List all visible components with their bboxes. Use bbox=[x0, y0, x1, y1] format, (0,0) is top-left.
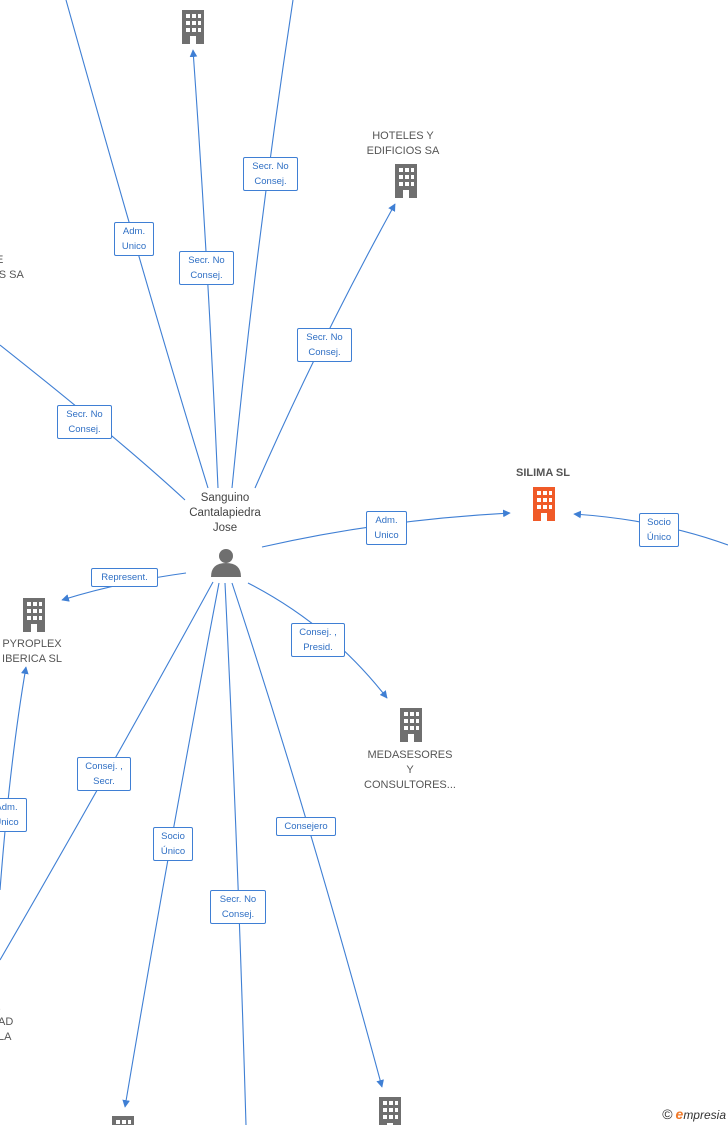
edge-label-top-right-secr[interactable]: Secr. No Consej. bbox=[243, 157, 298, 191]
empresia-watermark: ©empresia bbox=[662, 1106, 726, 1122]
edge-top-left bbox=[65, 0, 209, 489]
company-label-line: MEDASESORES bbox=[367, 749, 453, 761]
company-pyroplex-label[interactable]: PYROPLEX IBERICA SL bbox=[0, 637, 72, 667]
edge-label-line: Adm. bbox=[0, 802, 18, 813]
edge-label-pyroplex-represent[interactable]: Represent. bbox=[91, 568, 158, 587]
edge-label-silima-socio[interactable]: Socio Único bbox=[639, 513, 679, 547]
edge-label-line: Secr. No bbox=[252, 161, 289, 172]
company-label-line: AD bbox=[0, 1016, 14, 1028]
edge-label-line: Consej. bbox=[68, 424, 101, 435]
center-person-name[interactable]: Sanguino Cantalapiedra Jose bbox=[170, 491, 280, 536]
edge-label-bottom-consej-secr[interactable]: Consej. , Secr. bbox=[77, 757, 131, 791]
company-label-line: E bbox=[0, 253, 36, 268]
company-label-line: IBERICA SL bbox=[2, 653, 62, 665]
edge-left-bottom-adm bbox=[0, 666, 29, 891]
building-icon[interactable] bbox=[112, 1116, 134, 1125]
person-icon[interactable] bbox=[211, 549, 241, 577]
edge-label-line: Secr. No bbox=[66, 409, 103, 420]
edge-label-left-bottom-adm[interactable]: Adm. Unico bbox=[0, 798, 27, 832]
focus-company-name[interactable]: SILIMA SL bbox=[516, 467, 570, 479]
company-label-line: Y bbox=[406, 764, 414, 776]
edge-label-line: Consej. , bbox=[85, 761, 123, 772]
edge-label-line: Secr. No bbox=[188, 255, 225, 266]
company-label-line: PYROPLEX bbox=[2, 638, 62, 650]
person-name-line: Cantalapiedra bbox=[189, 507, 261, 519]
edge-label-line: Socio bbox=[647, 517, 671, 528]
company-hoteles-label[interactable]: HOTELES Y EDIFICIOS SA bbox=[353, 129, 453, 159]
brand-initial: e bbox=[675, 1106, 684, 1122]
company-label-line: CONSULTORES... bbox=[364, 779, 456, 791]
edge-label-line: Unico bbox=[374, 530, 399, 541]
edge-label-line: Adm. bbox=[122, 226, 146, 237]
edge-label-line: Secr. bbox=[93, 776, 115, 787]
brand-name: mpresia bbox=[683, 1108, 726, 1122]
edge-label-line: Secr. No bbox=[219, 894, 257, 905]
building-icon[interactable] bbox=[379, 1097, 401, 1125]
edge-label-line: Adm. bbox=[375, 515, 398, 526]
edge-label-hoteles-secr[interactable]: Secr. No Consej. bbox=[297, 328, 352, 362]
edge-top-right bbox=[231, 0, 294, 489]
company-left-bottom-label[interactable]: . AD LA bbox=[0, 1000, 28, 1045]
company-label-line: HOTELES Y bbox=[372, 130, 434, 142]
copyright-symbol: © bbox=[662, 1106, 673, 1122]
edge-label-bottom-socio[interactable]: Socio Único bbox=[153, 827, 193, 861]
person-name-line: Jose bbox=[212, 522, 238, 534]
company-label-line: . bbox=[0, 1000, 28, 1015]
edge-bottom-secr bbox=[224, 582, 247, 1125]
edge-label-line: Secr. No bbox=[306, 332, 343, 343]
edge-label-medasesores-consej[interactable]: Consej. , Presid. bbox=[291, 623, 345, 657]
edge-label-bottom-consejero[interactable]: Consejero bbox=[276, 817, 336, 836]
company-label-line: LA bbox=[0, 1031, 12, 1043]
company-label-line: EDIFICIOS SA bbox=[366, 145, 440, 157]
edge-label-line: Consej. bbox=[254, 176, 287, 187]
edge-label-line: Socio bbox=[161, 831, 185, 842]
building-icon[interactable] bbox=[182, 10, 204, 44]
edge-label-line: Consejero bbox=[284, 821, 328, 832]
edge-label-top-secr[interactable]: Secr. No Consej. bbox=[179, 251, 234, 285]
edge-label-line: Represent. bbox=[101, 572, 148, 583]
building-icon[interactable] bbox=[395, 164, 417, 198]
edge-label-line: Consej. bbox=[221, 909, 255, 920]
edge-label-silima-adm[interactable]: Adm. Unico bbox=[366, 511, 407, 545]
edge-label-left-secr[interactable]: Secr. No Consej. bbox=[57, 405, 112, 439]
company-medasesores-label[interactable]: MEDASESORES Y CONSULTORES... bbox=[355, 748, 465, 793]
company-label-line: TS SA bbox=[0, 269, 24, 281]
edge-label-top-left-adm[interactable]: Adm. Unico bbox=[114, 222, 154, 256]
edge-label-line: Consej. , bbox=[299, 627, 337, 638]
edge-label-line: Unico bbox=[0, 817, 19, 828]
edge-label-line: Único bbox=[160, 846, 186, 857]
building-icon[interactable] bbox=[400, 708, 422, 742]
building-icon[interactable] bbox=[533, 487, 555, 521]
edge-label-line: Unico bbox=[121, 241, 147, 252]
edge-label-line: Presid. bbox=[303, 642, 333, 653]
edge-label-line: Consej. bbox=[308, 347, 341, 358]
person-name-line: Sanguino bbox=[200, 492, 250, 504]
building-icon[interactable] bbox=[23, 598, 45, 632]
company-left-top-label[interactable]: E TS SA bbox=[0, 253, 36, 283]
edge-label-line: Único bbox=[646, 532, 672, 543]
edge-label-line: Consej. bbox=[190, 270, 223, 281]
edge-label-bottom-secr[interactable]: Secr. No Consej. bbox=[210, 890, 266, 924]
